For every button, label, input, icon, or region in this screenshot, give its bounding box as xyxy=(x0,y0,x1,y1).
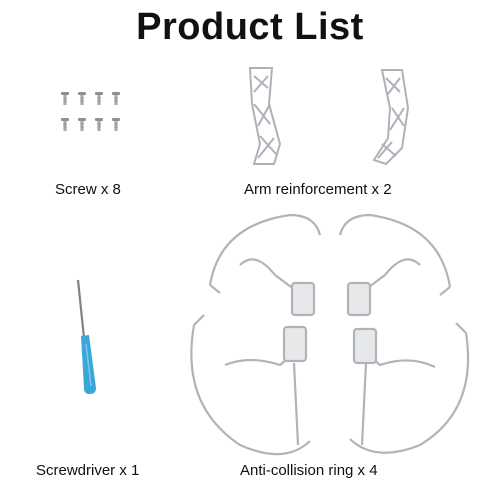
page-title: Product List xyxy=(136,6,364,48)
item-label-screw: Screw x 8 xyxy=(55,181,121,198)
screwdriver-icon xyxy=(76,279,96,394)
item-label-screwdriver: Screwdriver x 1 xyxy=(36,462,140,479)
propeller-guard-icon xyxy=(190,213,470,456)
screw-icon xyxy=(60,91,121,132)
item-label-arm-reinforcement: Arm reinforcement x 2 xyxy=(244,181,392,198)
arm-reinforcement-icon xyxy=(248,67,410,166)
item-label-anti-collision-ring: Anti-collision ring x 4 xyxy=(240,462,378,479)
